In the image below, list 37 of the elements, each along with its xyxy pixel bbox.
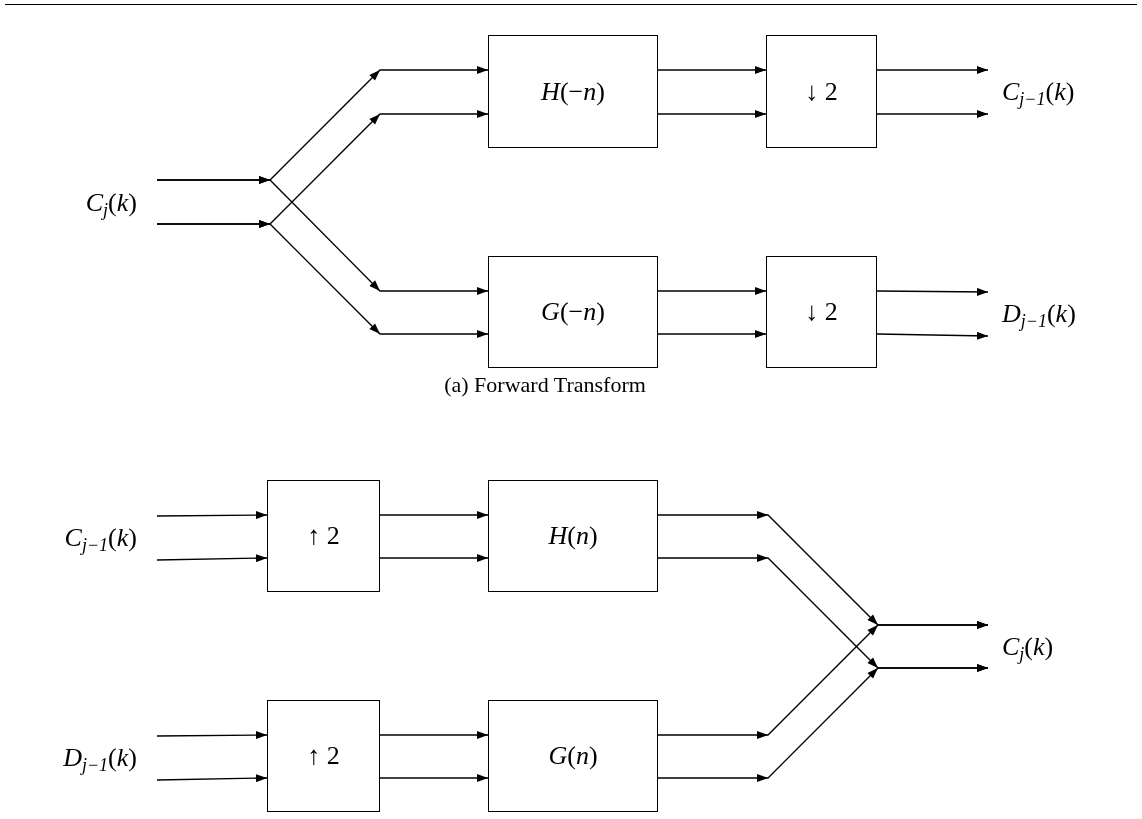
arrow [657, 621, 989, 739]
block-label: H(n) [548, 523, 598, 549]
filter-block [488, 700, 658, 812]
arrow [379, 731, 489, 739]
block-label: ↓ 2 [805, 78, 838, 105]
arrow [876, 66, 989, 74]
arrow [156, 220, 489, 338]
arrow [379, 554, 489, 562]
arrow [657, 110, 767, 118]
filter-block [267, 480, 380, 592]
arrow [876, 331, 989, 340]
block-label: H(−n) [541, 78, 605, 105]
arrow [657, 664, 989, 782]
arrow [379, 774, 489, 782]
subfigure-caption: (a) Forward Transform [443, 371, 647, 399]
filter-block [488, 256, 658, 368]
arrow [379, 511, 489, 519]
arrow [156, 176, 489, 295]
arrow [876, 110, 989, 118]
filter-block [766, 35, 877, 148]
block-label: G(n) [548, 743, 598, 769]
arrow [876, 287, 989, 296]
arrow [156, 554, 268, 563]
arrow [657, 330, 767, 338]
block-label: ↓ 2 [805, 299, 838, 325]
filter-block [267, 700, 380, 812]
arrow [156, 731, 268, 740]
arrow [156, 774, 268, 783]
block-label: ↑ 2 [307, 743, 340, 769]
arrow [657, 66, 767, 74]
block-label: ↑ 2 [307, 523, 340, 549]
arrow [156, 511, 268, 520]
filter-block [766, 256, 877, 368]
block-label: G(−n) [541, 299, 605, 325]
filter-block [488, 480, 658, 592]
arrow [657, 287, 767, 295]
filter-block [488, 35, 658, 148]
